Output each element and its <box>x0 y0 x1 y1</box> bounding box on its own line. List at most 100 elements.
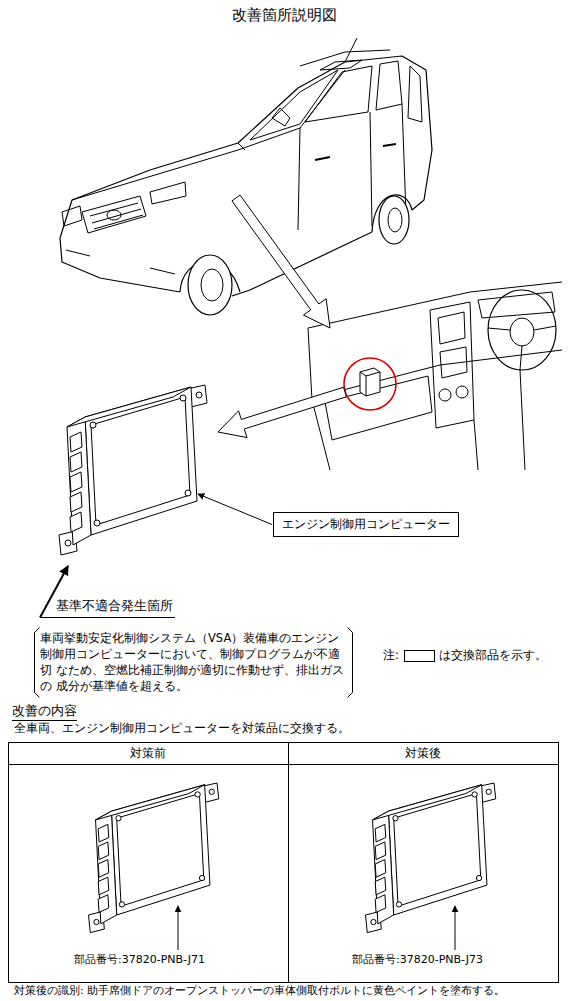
box-label: エンジン制御用コンピューター <box>282 516 450 533</box>
dash-meter-hood <box>478 292 555 318</box>
table-header-line <box>9 764 559 765</box>
ecu-connector <box>375 842 386 860</box>
ecu-drawing <box>59 385 207 555</box>
table-header: 対策前 <box>130 746 166 762</box>
ecu-connector <box>70 512 82 532</box>
ecu-screw <box>119 902 124 907</box>
car-grille <box>82 196 146 233</box>
ecu-face-rim <box>117 794 204 907</box>
ecu-top-edge <box>96 785 205 820</box>
pointer-arrow <box>232 195 330 328</box>
dash-lower-lines <box>474 370 525 470</box>
ecu-screw <box>393 816 398 821</box>
ecu-connector-face <box>67 417 91 545</box>
diagram-title: 改善箇所説明図 <box>232 6 337 26</box>
location-heading: 基準不適合発生箇所 <box>56 598 173 615</box>
car-hood-edge <box>238 143 245 150</box>
ecu-main-face <box>85 387 197 535</box>
ecu-mount-hole <box>65 540 71 546</box>
car-antenna <box>345 38 357 62</box>
ecu-mount-hole <box>209 789 214 794</box>
ecu-connector <box>70 492 82 512</box>
pointer-arrow <box>218 387 347 437</box>
car-bumper <box>60 238 180 292</box>
remedy-text: 全車両、エンジン制御用コンピューターを対策品に交換する。 <box>14 721 350 736</box>
table-divider <box>288 743 289 983</box>
car-fog-lights <box>66 250 175 274</box>
ecu-connector <box>375 895 386 913</box>
ecu-drawing-before <box>89 783 219 933</box>
left-bracket <box>35 628 40 698</box>
car-sunroof <box>320 60 362 70</box>
ecu-small-box-edges <box>360 372 380 396</box>
car-handles <box>315 144 396 160</box>
ecu-screw <box>472 792 477 797</box>
part-number: 部品番号:37820-PNB-J73 <box>352 953 483 967</box>
ecu-connector <box>375 824 386 842</box>
note-text: は交換部品を示す。 <box>439 648 547 663</box>
ecu-connector <box>375 877 386 895</box>
ecu-top-edge <box>67 387 191 427</box>
ecu-mount-hole <box>94 919 99 924</box>
car-drawing <box>60 38 432 315</box>
ecu-screw <box>199 875 204 880</box>
leader-arrow <box>455 906 456 950</box>
ecu-main-face <box>388 785 487 915</box>
car-rear-hub <box>388 208 402 232</box>
ecu-connector <box>70 452 82 472</box>
dash-knob <box>456 386 468 398</box>
ecu-screw <box>90 422 96 428</box>
ecu-screw <box>195 792 200 797</box>
ecu-connector <box>98 860 109 878</box>
illustration-group <box>9 38 563 983</box>
dash-windshield-base <box>308 282 562 328</box>
car-grille-bars <box>90 203 143 229</box>
car-front-wheel <box>188 255 232 315</box>
car-rear-window <box>376 61 402 110</box>
ecu-connector-face <box>96 811 117 924</box>
ecu-main-face <box>111 785 210 915</box>
note-prefix: 注: <box>383 648 399 663</box>
ecu-connector <box>70 472 82 492</box>
highlight-circle <box>344 358 396 410</box>
dashboard-drawing <box>308 282 562 470</box>
ecu-mount-hole <box>196 392 202 398</box>
ecu-connector-face <box>373 811 394 924</box>
steering-spokes <box>488 326 556 370</box>
ecu-face-rim <box>394 794 481 907</box>
ecu-connector <box>98 895 109 913</box>
section-heading: 改善の内容 <box>12 703 77 719</box>
heading-underline <box>40 617 175 618</box>
car-roof-rail <box>300 50 390 66</box>
comparison-table <box>9 743 559 983</box>
car-front-window <box>305 66 372 122</box>
ecu-face-rim <box>91 397 190 525</box>
car-windshield <box>250 70 338 140</box>
table-border <box>9 743 559 983</box>
dash-knob <box>439 389 451 401</box>
label-box: エンジン制御用コンピューター <box>273 512 459 537</box>
ecu-small-box <box>360 368 380 396</box>
ecu-mount-hole <box>371 919 376 924</box>
defect-description: 車両挙動安定化制御システム（VSA）装備車のエンジン 制御用コンピューターにおい… <box>40 630 346 694</box>
car-hood-line <box>72 70 345 200</box>
ecu-screw <box>476 875 481 880</box>
identification-note: 対策後の識別: 助手席側ドアのオープンストッパーの車体側取付ボルトに黄色ペイント… <box>14 984 505 998</box>
leader-line <box>198 494 272 525</box>
part-number: 部品番号:37820-PNB-J71 <box>74 953 205 967</box>
ecu-connector <box>98 842 109 860</box>
ecu-top-edge <box>373 785 482 820</box>
car-front-hub <box>201 269 223 301</box>
leader-arrow <box>178 906 179 950</box>
car-rear-wheel <box>379 196 409 244</box>
ecu-mount-hole <box>486 789 491 794</box>
right-bracket <box>348 628 353 698</box>
steering-hub <box>510 318 534 346</box>
ecu-drawing-after <box>366 783 496 933</box>
ecu-connector <box>70 432 82 452</box>
car-emblem <box>107 210 121 220</box>
dash-center-stack <box>430 302 474 428</box>
section-underline <box>12 720 77 721</box>
